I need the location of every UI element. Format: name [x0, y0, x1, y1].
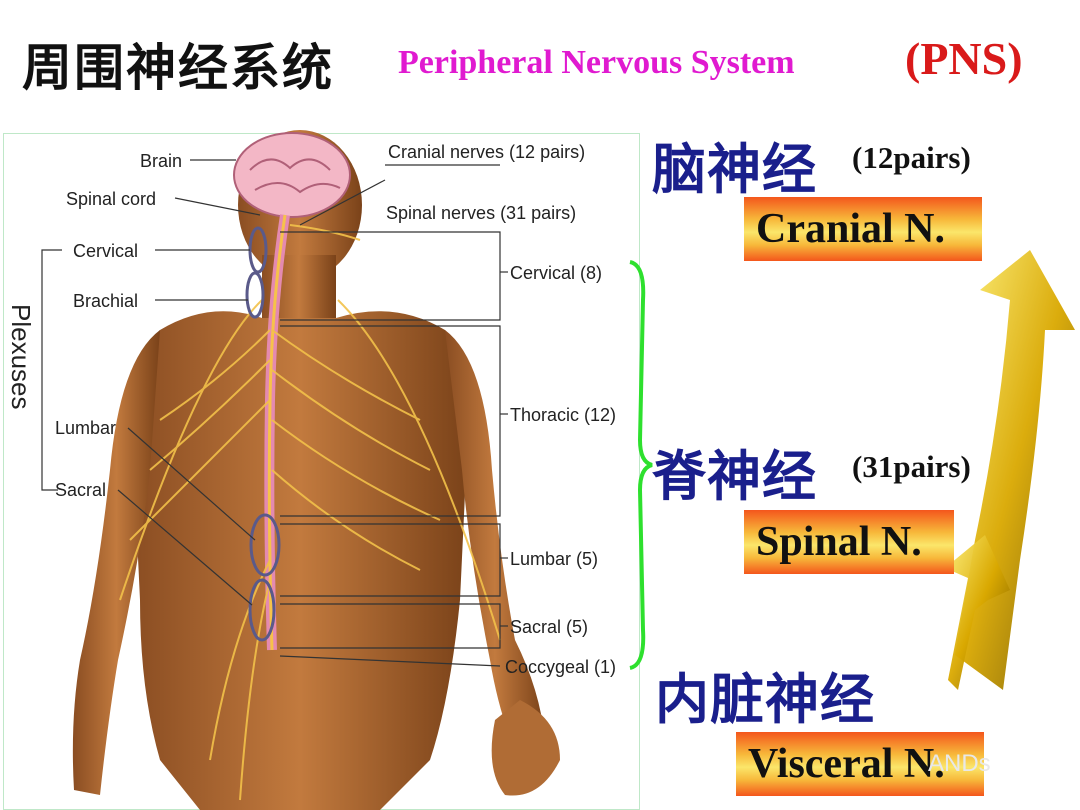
- visceral-nerve-label: Visceral N.: [748, 741, 945, 787]
- cranial-pairs-count: (12pairs): [852, 140, 971, 175]
- peripheral-nerve-branches: [119, 224, 501, 801]
- label-cranial-nerves: Cranial nerves (12 pairs): [388, 142, 585, 162]
- brain-illustration: [233, 132, 351, 218]
- page-title-abbreviation: (PNS): [905, 33, 1023, 84]
- cranial-nerve-box: Cranial N.: [744, 197, 982, 261]
- spinal-nerve-label: Spinal N.: [756, 519, 922, 565]
- label-lumbar-plexus: Lumbar: [55, 418, 116, 438]
- watermark-text: ANDs: [928, 750, 991, 777]
- left-leader-lines: [41, 159, 261, 606]
- spinal-nerve-box: Spinal N.: [744, 510, 954, 574]
- label-spinal-cord: Spinal cord: [66, 189, 156, 209]
- right-leader-lines: [279, 164, 508, 667]
- label-cervical-plexus: Cervical: [73, 241, 138, 261]
- large-upward-arrow-icon: [955, 250, 1075, 690]
- spinal-pairs-count: (31pairs): [852, 449, 971, 484]
- label-plexuses: Plexuses: [6, 304, 36, 410]
- label-brain: Brain: [140, 151, 182, 171]
- label-sacral-segment: Sacral (5): [510, 617, 588, 637]
- page-title-english: Peripheral Nervous System: [398, 44, 795, 81]
- cranial-nerve-label: Cranial N.: [756, 206, 945, 252]
- label-cervical-segment: Cervical (8): [510, 263, 602, 283]
- cranial-nerves-chinese-heading: 脑神经: [652, 138, 817, 201]
- spinal-nerves-brace: [629, 260, 653, 670]
- label-spinal-nerves: Spinal nerves (31 pairs): [386, 203, 576, 223]
- visceral-nerves-chinese-heading: 内脏神经: [655, 668, 875, 731]
- label-sacral-plexus: Sacral: [55, 480, 106, 500]
- label-brachial-plexus: Brachial: [73, 291, 138, 311]
- label-lumbar-segment: Lumbar (5): [510, 549, 598, 569]
- label-coccygeal-segment: Coccygeal (1): [505, 657, 616, 677]
- spinal-nerves-chinese-heading: 脊神经: [652, 445, 817, 508]
- visceral-nerve-box: Visceral N.: [736, 732, 984, 796]
- label-thoracic-segment: Thoracic (12): [510, 405, 616, 425]
- page-title-chinese: 周围神经系统: [22, 39, 334, 97]
- small-upward-arrow-icon: [945, 535, 1010, 690]
